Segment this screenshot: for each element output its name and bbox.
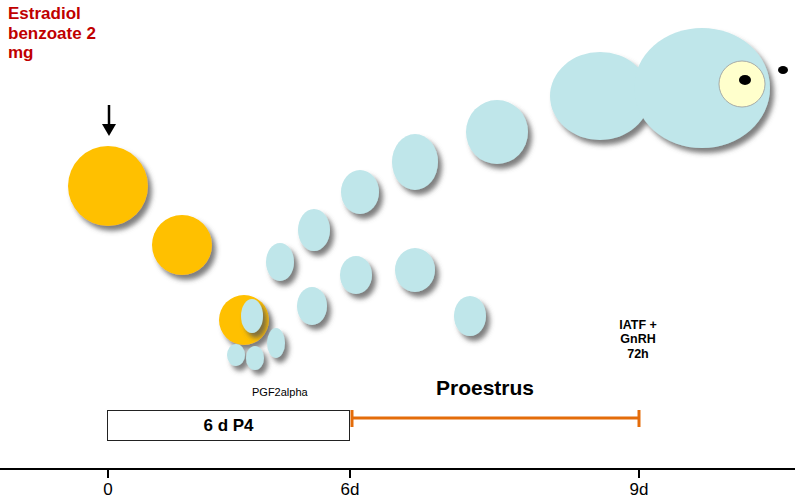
- arrow-head: [102, 124, 116, 136]
- event-label: PGF2alpha: [252, 386, 342, 399]
- follicle: [267, 328, 285, 358]
- follicle: [340, 256, 372, 294]
- axis-label: 9d: [619, 480, 659, 500]
- bar-end: [638, 410, 641, 427]
- follicle: [298, 209, 330, 251]
- follicle: [341, 170, 379, 214]
- phase-label: Proestrus: [395, 376, 575, 400]
- ovulated-oocyte: [778, 66, 788, 74]
- bar-end: [351, 410, 354, 427]
- axis-label: 6d: [330, 480, 370, 500]
- follicle: [219, 295, 269, 345]
- box-label: 6 d P4: [203, 416, 253, 436]
- follicle: [246, 346, 264, 370]
- axis-tick: [349, 469, 351, 478]
- time-axis: [0, 468, 795, 470]
- follicle: [241, 299, 263, 333]
- follicle: [227, 344, 245, 366]
- drug-label: Estradiol benzoate 2 mg: [8, 4, 100, 63]
- follicle: [454, 296, 486, 336]
- axis-tick: [638, 469, 640, 478]
- injection-arrow: [108, 105, 111, 127]
- follicle: [466, 100, 528, 164]
- treatment-box: 6 d P4: [107, 410, 350, 441]
- proestrus-bar: [352, 417, 639, 420]
- axis-tick: [107, 469, 109, 478]
- event-label: IATF + GnRH 72h: [608, 318, 668, 361]
- oocyte: [719, 61, 765, 107]
- nucleus: [739, 75, 751, 85]
- follicle: [297, 287, 327, 325]
- follicle: [395, 248, 435, 292]
- follicle: [392, 134, 438, 190]
- dominant-follicle: [634, 28, 770, 148]
- follicle: [68, 146, 148, 226]
- axis-label: 0: [88, 480, 128, 500]
- follicle: [266, 243, 294, 281]
- follicle: [152, 215, 212, 275]
